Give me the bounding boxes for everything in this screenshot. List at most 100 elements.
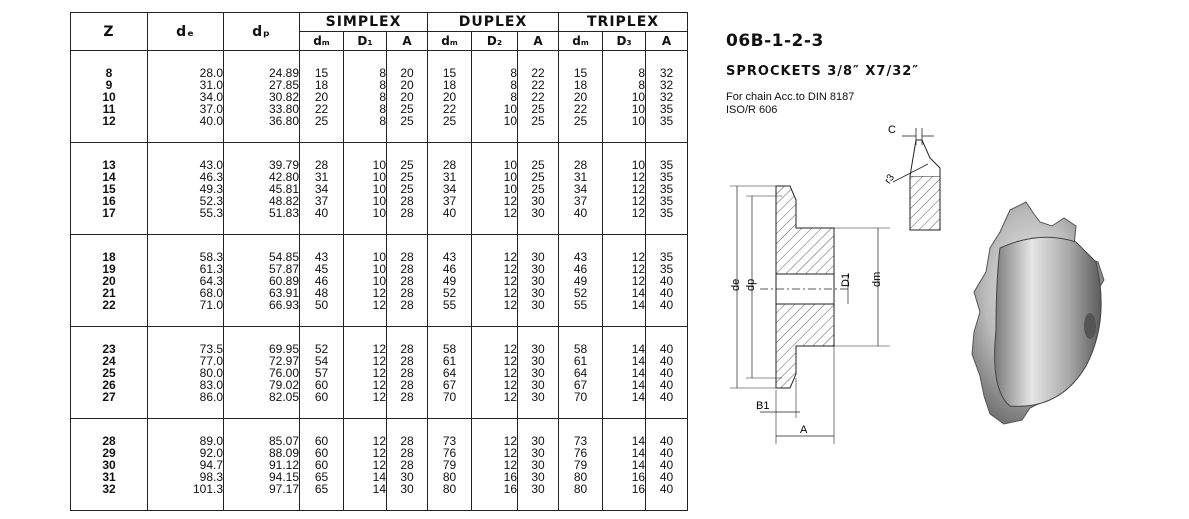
cell-value: 79.02	[268, 377, 299, 392]
header-duplex-dm: dₘ	[427, 31, 473, 51]
cell-value: 30	[531, 481, 545, 496]
cell-value: 14	[631, 445, 646, 460]
cell-value: 28	[400, 297, 414, 312]
cell-value: 10	[372, 193, 386, 208]
cell-value: 34.0	[199, 89, 223, 104]
cell-value: 61	[573, 353, 588, 368]
cell-value: 30	[531, 273, 545, 288]
cell-value: 12	[503, 273, 518, 288]
cell-value: 40	[659, 457, 674, 472]
cell-value: 12	[372, 365, 386, 380]
cell-value: 80.0	[199, 365, 223, 380]
cell-value: 79	[442, 457, 457, 472]
cell-value: 28	[400, 445, 414, 460]
cell-value: 8	[638, 65, 646, 80]
cell-value: 60	[314, 377, 329, 392]
cell-value: 12	[372, 297, 386, 312]
cell-value: 8	[379, 65, 386, 80]
chain-standard-line1: For chain Acc.to DIN 8187	[726, 91, 855, 103]
cell-value: 28	[400, 365, 414, 380]
cell-value: 35	[659, 249, 674, 264]
cell-value: 28	[400, 273, 414, 288]
cell-value: 12	[372, 445, 386, 460]
cell-value: 18	[573, 77, 588, 92]
cell-value: 37	[314, 193, 329, 208]
cell-value: 25	[531, 169, 545, 184]
cell-value: 54.85	[268, 249, 299, 264]
cell-value: 37	[573, 193, 588, 208]
cell-value: 39.79	[268, 157, 299, 172]
cell-value: 40	[659, 353, 674, 368]
cell-value: 10	[631, 89, 646, 104]
cell-value: 25	[400, 113, 414, 128]
cell-value: 23	[102, 341, 116, 356]
cell-value: 12	[503, 353, 518, 368]
cell-value: 10	[631, 101, 646, 116]
cell-value: 16	[631, 469, 646, 484]
cell-value: 60.89	[268, 273, 299, 288]
cell-value: 80	[442, 469, 457, 484]
cell-value: 25	[531, 101, 545, 116]
cell-value: 20	[400, 77, 414, 92]
cell-value: 28	[400, 249, 414, 264]
cell-value: 73	[442, 433, 457, 448]
cell-value: 88.09	[268, 445, 299, 460]
cell-value: 16	[503, 469, 518, 484]
header-simplex-d1: D₁	[343, 31, 387, 51]
cell-value: 32	[659, 77, 674, 92]
cell-value: 31	[573, 169, 588, 184]
cell-value: 12	[631, 261, 646, 276]
cell-value: 25	[400, 181, 414, 196]
cell-value: 12	[372, 341, 386, 356]
cell-value: 46	[314, 273, 329, 288]
cell-value: 30	[531, 261, 545, 276]
cell-value: 30	[531, 469, 545, 484]
cell-value: 73.5	[199, 341, 223, 356]
cell-value: 48.82	[268, 193, 299, 208]
cell-value: 12	[503, 433, 518, 448]
cell-value: 14	[631, 389, 646, 404]
cell-value: 12	[102, 113, 116, 128]
cell-value: 13	[102, 157, 116, 172]
cell-value: 40	[442, 205, 457, 220]
sprocket-photo	[971, 201, 1105, 425]
cell-value: 34	[314, 181, 329, 196]
cell-value: 25	[531, 181, 545, 196]
cell-value: 33.80	[268, 101, 299, 116]
cell-value: 72.97	[268, 353, 299, 368]
cell-value: 15	[442, 65, 457, 80]
cell-value: 22	[531, 89, 545, 104]
cell-value: 49	[573, 273, 588, 288]
label-dm: dm	[871, 272, 883, 287]
cell-value: 14	[631, 341, 646, 356]
cell-value: 12	[503, 249, 518, 264]
cell-value: 12	[372, 285, 386, 300]
cell-value: 76	[573, 445, 588, 460]
cell-value: 67	[442, 377, 457, 392]
cell-value: 32	[659, 89, 674, 104]
cell-value: 43	[314, 249, 329, 264]
cell-value: 30	[531, 205, 545, 220]
cell-value: 34	[573, 181, 588, 196]
cell-value: 25	[400, 101, 414, 116]
cell-value: 89.0	[199, 433, 223, 448]
cell-value: 35	[659, 205, 674, 220]
cell-value: 30	[531, 365, 545, 380]
cell-value: 12	[372, 457, 386, 472]
